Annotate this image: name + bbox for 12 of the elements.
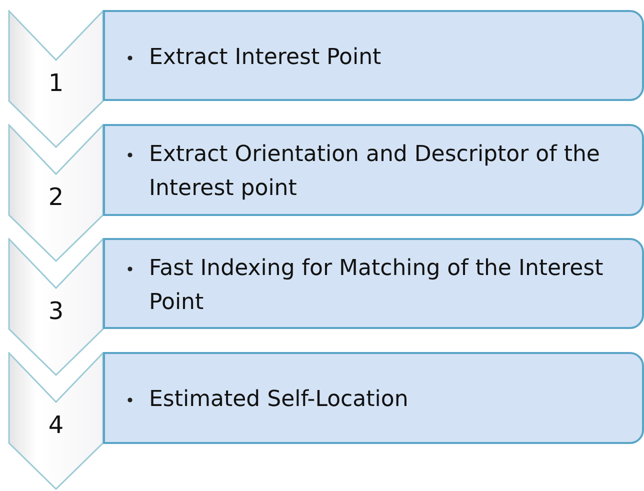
step-number: 4 — [47, 410, 65, 440]
step-number: 3 — [47, 296, 65, 326]
step-box — [103, 124, 644, 216]
step-text: Estimated Self-Location — [149, 386, 410, 414]
step-number: 2 — [47, 182, 65, 212]
step-box — [103, 238, 644, 329]
step-text: Extract Orientation and Descriptor of the Interest point — [149, 141, 601, 203]
step-text: Fast Indexing for Matching of the Interest Point — [149, 254, 604, 316]
step-text: Extract Interest Point — [149, 44, 382, 72]
step-number: 1 — [47, 68, 65, 98]
step-box — [103, 352, 644, 444]
step-box — [103, 10, 644, 101]
